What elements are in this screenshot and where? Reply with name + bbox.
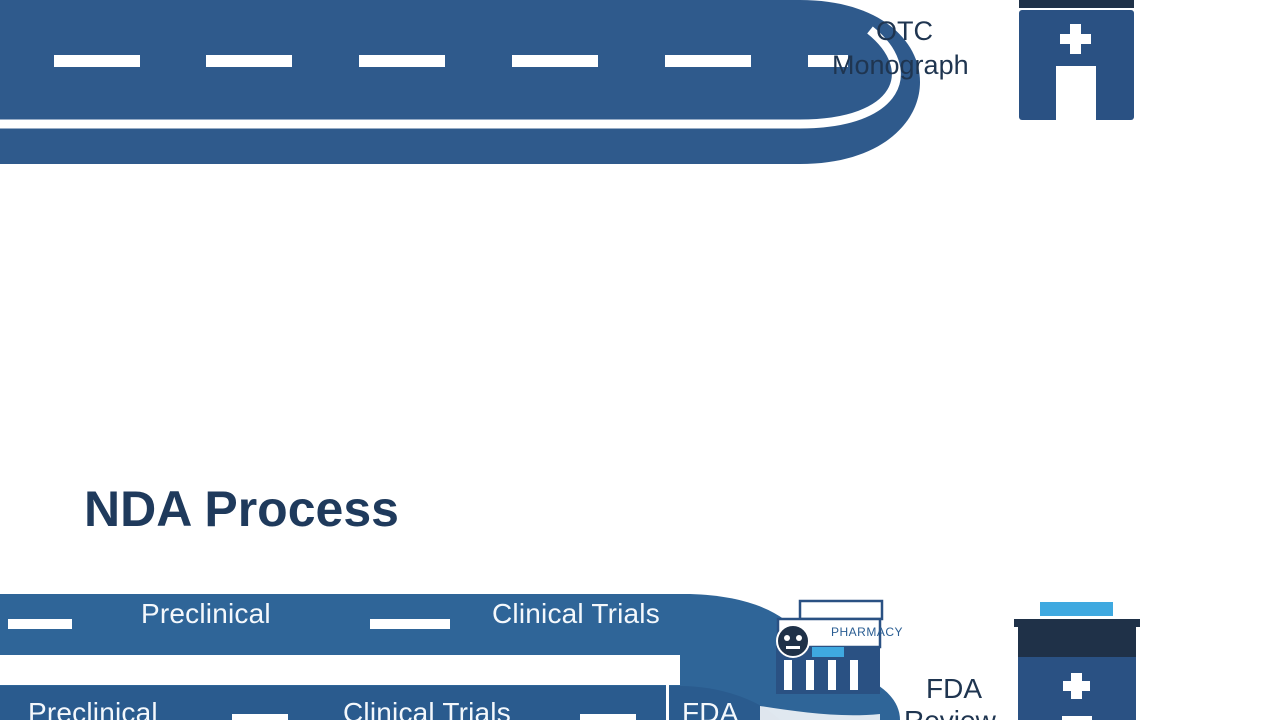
fda-review-label-line2: Review xyxy=(904,705,996,720)
otc-monograph-label-line1: OTC xyxy=(876,16,933,46)
diagram-title: NDA Process xyxy=(84,481,399,537)
bottom-road-lower-body xyxy=(0,686,780,720)
hospital-building-icon xyxy=(1019,0,1134,122)
bottom-road-lower-dashes xyxy=(232,714,636,720)
lane-dash xyxy=(808,55,848,67)
bottom-road-lower xyxy=(0,684,780,720)
stage-clinical-trials-label: Clinical Trials xyxy=(492,598,660,629)
lane-dash xyxy=(512,55,598,67)
top-road xyxy=(0,0,920,164)
lane-dash xyxy=(370,619,450,629)
stage-preclinical-label: Preclinical xyxy=(141,598,271,629)
fda-review-label-line1: FDA xyxy=(926,673,982,704)
otc-monograph-label-line2: Monograph xyxy=(832,50,969,80)
top-road-lane-dashes xyxy=(54,55,848,67)
bottom-road-gap xyxy=(0,655,680,685)
stage-clinical-trials-label: Clinical Trials xyxy=(343,697,511,720)
lane-dash xyxy=(206,55,292,67)
bottom-road-upper-dashes xyxy=(8,619,450,629)
lane-dash xyxy=(8,619,72,629)
road-splash xyxy=(760,706,880,720)
top-road-outer xyxy=(0,0,920,164)
hospital-building-icon xyxy=(1014,602,1140,720)
top-road-separator xyxy=(0,26,901,129)
stage-preclinical-label: Preclinical xyxy=(28,697,158,720)
stage-fda-label: FDA xyxy=(682,697,739,720)
pharmacy-store-icon xyxy=(776,599,884,694)
lane-dash xyxy=(359,55,445,67)
lane-dash xyxy=(232,714,288,720)
lane-dash xyxy=(580,714,636,720)
pharmacy-sign: PHARMACY xyxy=(831,625,904,639)
lane-dash xyxy=(665,55,751,67)
road-marker xyxy=(666,684,669,720)
lane-dash xyxy=(54,55,140,67)
